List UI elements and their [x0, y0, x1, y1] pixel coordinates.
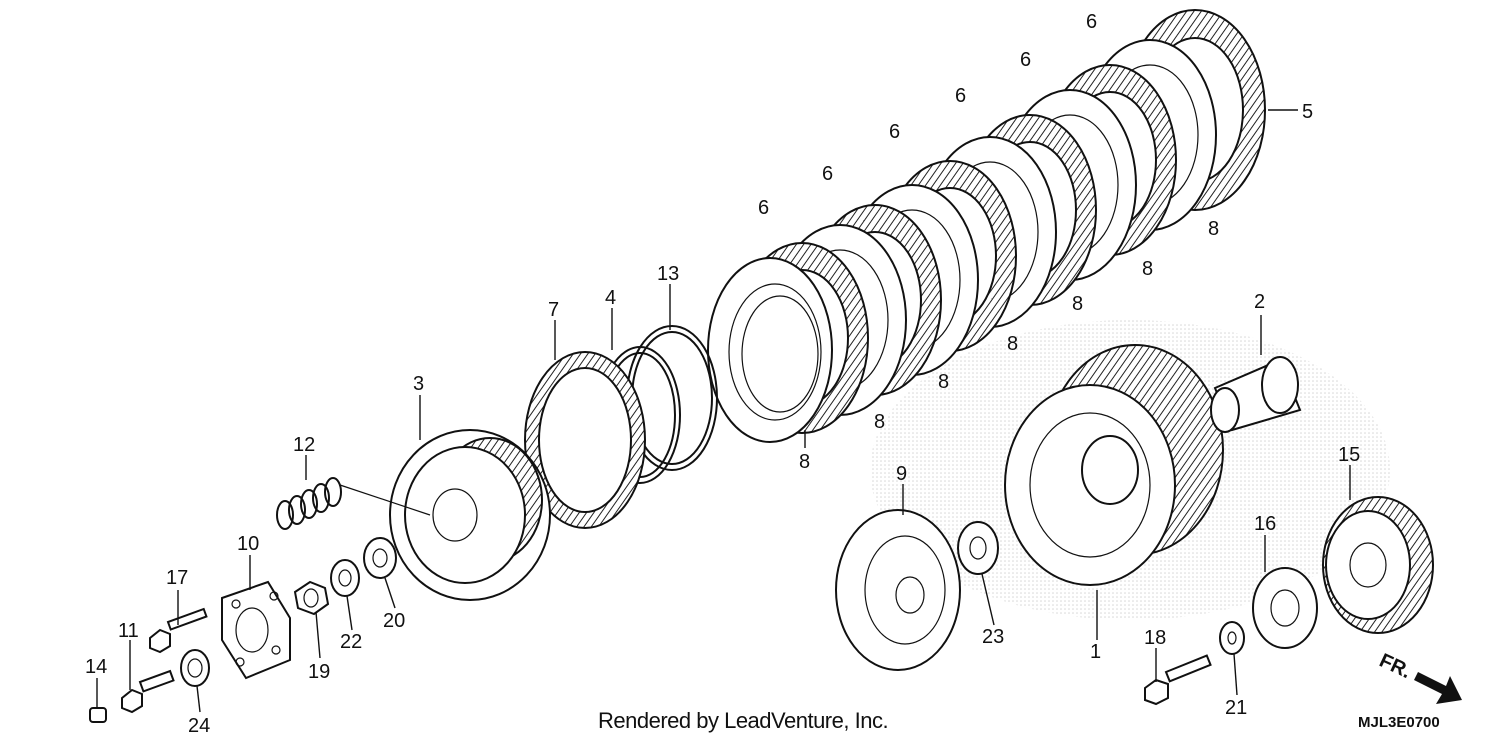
plain-plate-8-front: [707, 257, 833, 443]
callout-1: 1: [1090, 641, 1101, 663]
washer-22: [330, 559, 360, 597]
callout-6: 6: [955, 85, 966, 107]
pressure-plate-3: [389, 429, 551, 601]
bolt-11: [121, 669, 175, 714]
front-direction-label: FR.: [1376, 650, 1414, 684]
callout-22: 22: [340, 631, 362, 653]
callout-14: 14: [85, 656, 107, 678]
diagram-code: MJL3E0700: [1358, 714, 1440, 731]
callout-19: 19: [308, 661, 330, 683]
collar-2: [1210, 356, 1302, 433]
callout-8: 8: [799, 451, 810, 473]
callout-5: 5: [1302, 101, 1313, 123]
callout-21: 21: [1225, 697, 1247, 719]
callout-6: 6: [889, 121, 900, 143]
callout-6: 6: [1086, 11, 1097, 33]
gear-15: [1322, 496, 1434, 634]
washer-20: [363, 537, 397, 579]
callout-6: 6: [758, 197, 769, 219]
callout-15: 15: [1338, 444, 1360, 466]
clutch-center-9: [835, 509, 961, 671]
callout-8: 8: [1142, 258, 1153, 280]
callout-23: 23: [982, 626, 1004, 648]
callout-4: 4: [605, 287, 616, 309]
leader-lines: [96, 109, 1351, 713]
callout-6: 6: [1020, 49, 1031, 71]
callout-13: 13: [657, 263, 679, 285]
clutch-outer-1: [1004, 344, 1224, 586]
callout-20: 20: [383, 610, 405, 632]
callout-8: 8: [1208, 218, 1219, 240]
callout-17: 17: [166, 567, 188, 589]
callout-2: 2: [1254, 291, 1265, 313]
front-arrow-icon: [1414, 672, 1462, 704]
callout-8: 8: [938, 371, 949, 393]
callout-6: 6: [822, 163, 833, 185]
callout-11: 11: [118, 620, 139, 642]
callout-16: 16: [1254, 513, 1276, 535]
front-direction-indicator: FR.: [1376, 650, 1462, 704]
clutch-spring-12: [276, 477, 431, 530]
callout-8: 8: [1072, 293, 1083, 315]
dowel-pin-14: [89, 707, 107, 723]
callout-7: 7: [548, 299, 559, 321]
callout-8: 8: [1007, 333, 1018, 355]
bearing-24: [180, 649, 210, 687]
judder-spring-7: [524, 351, 646, 529]
render-credit: Rendered by LeadVenture, Inc.: [598, 708, 889, 733]
callout-labels: 1 2 3 4 5 6 6 6 6 6 6 7 8 8 8 8 8 8 8 9 …: [85, 11, 1360, 737]
callout-18: 18: [1144, 627, 1166, 649]
bolt-18: [1144, 654, 1212, 706]
callout-24: 24: [188, 715, 210, 737]
callout-3: 3: [413, 373, 424, 395]
callout-8: 8: [874, 411, 885, 433]
thrust-washer-23: [957, 521, 999, 575]
sprocket-16: [1252, 567, 1318, 649]
clutch-plate-stack: [707, 9, 1266, 443]
callout-10: 10: [237, 533, 259, 555]
washer-21: [1219, 621, 1245, 655]
lifter-plate-10: [221, 580, 291, 680]
callout-12: 12: [293, 434, 315, 456]
callout-9: 9: [896, 463, 907, 485]
nut-19: [293, 580, 330, 616]
